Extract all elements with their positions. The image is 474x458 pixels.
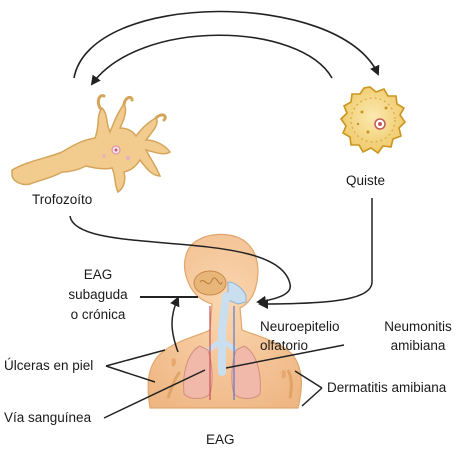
leader-dermatitis-2 xyxy=(301,387,323,407)
trophozoite-illustration xyxy=(11,94,172,194)
arrow-cyst-to-neuroepithelium xyxy=(258,198,373,309)
leader-ulceras-1 xyxy=(105,349,166,367)
cyst-illustration xyxy=(339,86,407,155)
label-eag-subaguda-line1: EAG xyxy=(83,267,113,282)
label-trofozoito: Trofozoíto xyxy=(32,192,93,207)
human-body-illustration xyxy=(147,233,302,409)
leader-dermatitis-1 xyxy=(294,370,323,389)
label-neuroepitelio-line2: olfatorio xyxy=(260,338,309,353)
label-eag-subaguda-line3: o crónica xyxy=(70,307,126,322)
label-neuroepitelio-line1: Neuroepitelio xyxy=(260,319,340,334)
label-neumonitis-line1: Neumonitis xyxy=(384,319,452,334)
cycle-arrow-to-cyst xyxy=(73,10,380,79)
label-dermatitis: Dermatitis amibiana xyxy=(327,380,447,395)
leader-ulceras-2 xyxy=(105,365,156,383)
arrow-trophozoite-to-neuroepithelium xyxy=(69,215,292,306)
label-neumonitis-line2: amibiana xyxy=(390,338,446,353)
leader-via-sanguinea xyxy=(103,369,206,419)
arrow-bloodstream-to-brain xyxy=(170,296,180,353)
label-eag-subaguda-line2: subaguda xyxy=(68,287,128,302)
label-quiste: Quiste xyxy=(346,173,386,188)
label-ulceras: Úlceras en piel xyxy=(4,358,94,373)
cycle-arrow-to-trophozoite xyxy=(90,34,333,86)
label-eag-bottom: EAG xyxy=(206,432,235,447)
leader-neumonitis xyxy=(225,344,345,369)
label-via-sanguinea: Vía sanguínea xyxy=(4,410,92,425)
